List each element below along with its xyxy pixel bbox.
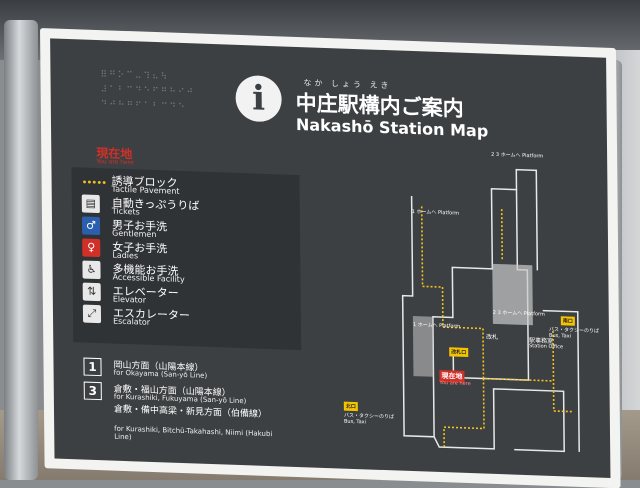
gate-label: 改札	[486, 332, 498, 341]
south-exit-badge: 南口	[561, 316, 575, 325]
ticket-machine-icon: ▤	[82, 194, 100, 213]
floor-map-drawing	[341, 144, 594, 473]
women-restroom-icon: ♀	[82, 238, 100, 257]
legend-label-en: Gentlemen	[112, 229, 156, 240]
platform-number: 3	[84, 382, 102, 401]
sign-panel: ⠿⠛⠕⠉⠤⠹⠦⠳ ⠼⠁⠃⠉⠙⠑⠋⠛⠓⠊⠚ ⠙⠚⠓⠛⠋⠁⠃⠉⠙⠑ i なか しょう…	[50, 38, 610, 478]
floor-map: 2 3 ホームへ Platform 1 ホームへ Platform 1 ホームへ…	[341, 144, 594, 473]
you-are-here-label-en: You are here	[96, 158, 133, 166]
tactile-pavement-icon: •••••	[82, 177, 107, 189]
men-restroom-icon: ♂	[82, 216, 100, 235]
station-map-sign: ⠿⠛⠕⠉⠤⠹⠦⠳ ⠼⠁⠃⠉⠙⠑⠋⠛⠓⠊⠚ ⠙⠚⠓⠛⠋⠁⠃⠉⠙⠑ i なか しょう…	[40, 28, 621, 488]
braille-text: ⠼⠁⠃⠉⠙⠑⠋⠛⠓⠊⠚	[101, 85, 196, 98]
legend-label-en: Escalator	[113, 317, 150, 327]
north-exit-badge: 北口	[344, 402, 358, 411]
braille-text: ⠙⠚⠓⠛⠋⠁⠃⠉⠙⠑	[101, 100, 187, 113]
bus-taxi-label-en: Bus, Taxi	[344, 419, 366, 426]
elevator-icon: ⇅	[83, 283, 101, 302]
ticket-gate-badge: 改札口	[449, 347, 468, 357]
legend-label-en: Tickets	[112, 207, 140, 217]
platform-number: 1	[83, 358, 101, 377]
info-icon: i	[235, 75, 281, 123]
you-are-here-marker-en: You are here	[440, 380, 471, 387]
direction-label-en: for Kurashiki, Bitchū-Takahashi, Niimi (…	[114, 425, 284, 447]
wheelchair-icon: ♿	[82, 260, 100, 279]
escalator-icon: ⤢	[83, 305, 101, 324]
legend-label-en: Ladies	[112, 251, 138, 261]
legend-label-en: Elevator	[113, 295, 146, 305]
braille-text: ⠿⠛⠕⠉⠤⠹⠦⠳	[100, 70, 169, 82]
sign-post-left	[4, 20, 38, 480]
station-office-label-en: Station Office	[529, 343, 563, 350]
bus-taxi-label-en: Bus, Taxi	[549, 333, 571, 340]
